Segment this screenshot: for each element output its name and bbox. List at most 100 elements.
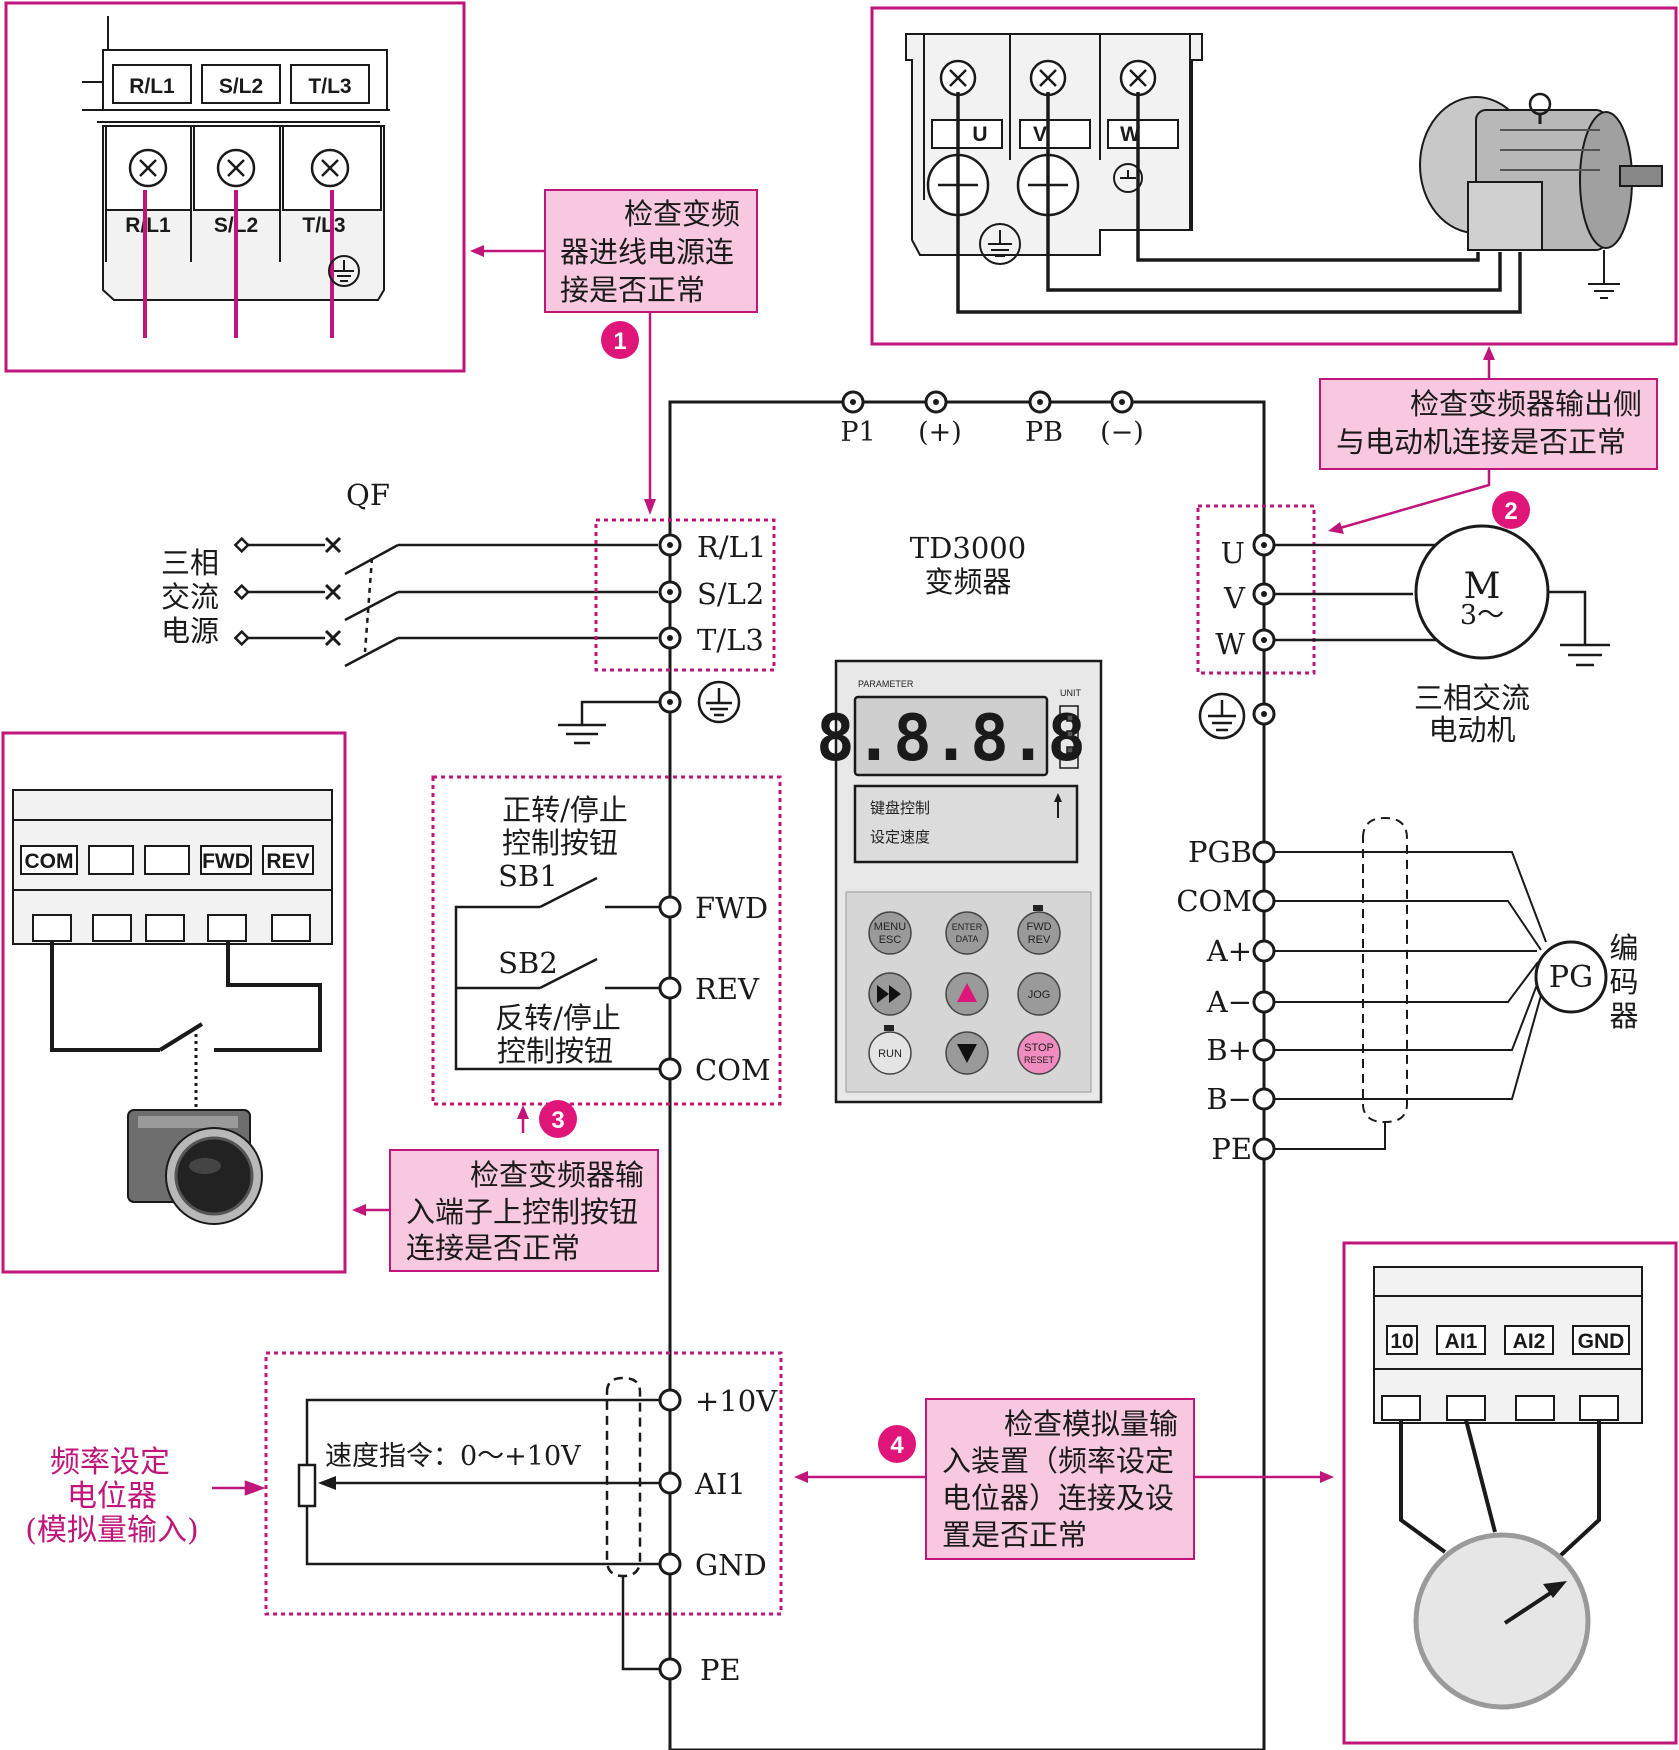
terminal-pe-enc[interactable] xyxy=(1252,1137,1276,1161)
label-w: W xyxy=(1215,627,1245,661)
note-3-line-3: 连接是否正常 xyxy=(406,1231,580,1265)
svg-text:REV: REV xyxy=(1028,934,1051,946)
potentiometer-dial-icon xyxy=(1413,1532,1591,1710)
encoder-label-2: 码 xyxy=(1609,965,1638,999)
svg-text:2: 2 xyxy=(1504,498,1517,525)
note-2-line-2: 与电动机连接是否正常 xyxy=(1336,425,1626,459)
label-com-enc: COM xyxy=(1176,884,1252,918)
terminal-10v[interactable] xyxy=(658,1388,682,1412)
terminal-u[interactable] xyxy=(1252,533,1276,557)
pot-label-2: 电位器 xyxy=(67,1479,157,1514)
analog-highlight-box xyxy=(264,1351,783,1616)
svg-text:MENU: MENU xyxy=(874,921,906,933)
terminal-tl3[interactable] xyxy=(658,626,682,650)
motor-symbol xyxy=(1414,524,1550,660)
input-highlight-box xyxy=(594,518,776,672)
motor-phase: 3～ xyxy=(1460,600,1504,631)
inset-ctrl-com: COM xyxy=(25,850,74,873)
shift-key[interactable] xyxy=(868,972,912,1016)
terminal-fwd[interactable] xyxy=(658,895,682,919)
down-triangle-icon xyxy=(957,1044,977,1063)
speed-command-label: 速度指令：0～+10V xyxy=(325,1441,581,1472)
terminal-rl1[interactable] xyxy=(658,533,682,557)
terminal-pe[interactable] xyxy=(658,1657,682,1681)
label-a-minus: A− xyxy=(1206,985,1252,1019)
terminal-p1[interactable] xyxy=(841,390,865,414)
label-v: V xyxy=(1223,581,1246,615)
terminal-ground-right[interactable] xyxy=(1252,702,1276,726)
svg-text:RESET: RESET xyxy=(1024,1055,1055,1065)
enter-data-key[interactable]: ENTER DATA xyxy=(945,911,989,955)
fwd-rev-key[interactable]: FWD REV xyxy=(1017,905,1061,955)
terminal-com[interactable] xyxy=(658,1057,682,1081)
menu-esc-key[interactable]: MENU ESC xyxy=(868,911,912,955)
encoder-label-3: 器 xyxy=(1609,999,1638,1033)
terminal-plus[interactable] xyxy=(924,390,948,414)
note-4-line-3: 电位器）连接及设 xyxy=(942,1481,1174,1515)
sb2-desc-1: 反转/停止 xyxy=(495,1001,621,1035)
terminal-minus[interactable] xyxy=(1110,390,1134,414)
run-key[interactable]: RUN xyxy=(868,1025,912,1075)
pot-label-3: (模拟量输入) xyxy=(25,1513,198,1548)
terminal-a-plus[interactable] xyxy=(1252,939,1276,963)
keypad: PARAMETER UNIT 8.8.8.8 键盘控制 设定速度 MENU ES… xyxy=(816,659,1103,1104)
parameter-label: PARAMETER xyxy=(858,679,914,689)
led-digits: 8.8.8.8 xyxy=(816,702,1086,776)
ground-icon xyxy=(979,163,1143,265)
label-sl2: S/L2 xyxy=(697,577,764,611)
terminal-ground-left[interactable] xyxy=(658,690,682,714)
label-pgb: PGB xyxy=(1188,835,1252,869)
label-com: COM xyxy=(695,1053,771,1087)
inverter-name: 变频器 xyxy=(924,565,1011,599)
encoder-pg: PG xyxy=(1549,960,1593,995)
label-fwd: FWD xyxy=(695,891,768,925)
sb1-desc-2: 控制按钮 xyxy=(502,826,618,860)
inset-analog-gnd: GND xyxy=(1578,1330,1625,1353)
terminal-b-minus[interactable] xyxy=(1252,1087,1276,1111)
label-b-plus: B+ xyxy=(1206,1033,1252,1067)
terminal-b-plus[interactable] xyxy=(1252,1038,1276,1062)
lcd-line-2: 设定速度 xyxy=(870,828,930,846)
label-rl1: R/L1 xyxy=(697,530,766,564)
callout-arrows xyxy=(364,249,1491,1479)
inset-analog-ai2: AI2 xyxy=(1513,1330,1546,1353)
label-a-plus: A+ xyxy=(1206,934,1252,968)
terminal-rev[interactable] xyxy=(658,976,682,1000)
terminal-v[interactable] xyxy=(1252,582,1276,606)
svg-text:DATA: DATA xyxy=(956,934,979,944)
lcd-line-1: 键盘控制 xyxy=(870,799,930,817)
fast-forward-icon xyxy=(877,985,889,1003)
jog-key[interactable]: JOG xyxy=(1017,972,1061,1016)
terminal-a-minus[interactable] xyxy=(1252,990,1276,1014)
ground-icon xyxy=(1198,692,1246,740)
svg-text:3: 3 xyxy=(551,1107,564,1134)
up-key[interactable] xyxy=(945,972,989,1016)
sb1-desc-1: 正转/停止 xyxy=(502,793,628,827)
terminal-com-enc[interactable] xyxy=(1252,889,1276,913)
stop-reset-key[interactable]: STOP RESET xyxy=(1017,1031,1061,1075)
lcd-panel xyxy=(853,784,1079,864)
label-plus: (+) xyxy=(918,417,962,448)
potentiometer-resistor xyxy=(297,1463,317,1508)
power-input-section: QF 三相 交流 电源 R/L xyxy=(161,478,776,745)
arrowheads xyxy=(352,245,1495,1483)
badge-4: 4 xyxy=(878,1425,916,1463)
inset-output-motor: U V W xyxy=(870,6,1678,346)
label-pe: PE xyxy=(700,1653,741,1687)
inverter-model: TD3000 xyxy=(910,531,1026,565)
inset-analog-ai1: AI1 xyxy=(1445,1330,1478,1353)
terminal-w[interactable] xyxy=(1252,628,1276,652)
note-2: 检查变频器输出侧 与电动机连接是否正常 xyxy=(1319,378,1658,470)
terminal-pb[interactable] xyxy=(1028,390,1052,414)
terminal-pgb[interactable] xyxy=(1252,840,1276,864)
terminal-sl2[interactable] xyxy=(658,580,682,604)
svg-text:RUN: RUN xyxy=(878,1048,902,1060)
svg-text:FWD: FWD xyxy=(1026,921,1051,933)
terminal-gnd[interactable] xyxy=(658,1552,682,1576)
source-label-3: 电源 xyxy=(161,614,219,648)
note-4-line-1: 检查模拟量输 xyxy=(1004,1407,1178,1441)
terminal-ai1[interactable] xyxy=(658,1471,682,1495)
unit-label: UNIT xyxy=(1060,688,1081,698)
down-key[interactable] xyxy=(945,1031,989,1075)
